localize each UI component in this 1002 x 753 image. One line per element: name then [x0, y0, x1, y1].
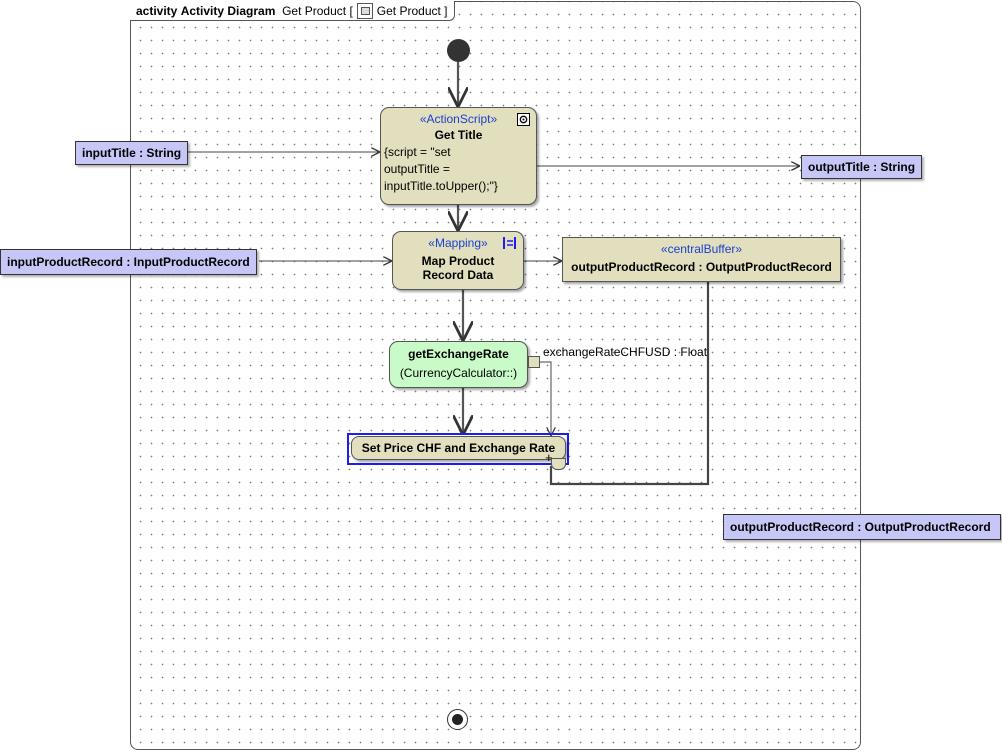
central-buffer-output-product-record[interactable]: «centralBuffer» outputProductRecord : Ou… [562, 237, 841, 282]
object-input-product-record[interactable]: inputProductRecord : InputProductRecord [0, 249, 257, 275]
get-title-script-line: {script = "set [384, 145, 451, 159]
frame-header: activity Activity Diagram Get Product [G… [130, 1, 455, 21]
get-title-script: {script = "set outputTitle = inputTitle.… [381, 144, 536, 195]
input-pin-set-price[interactable] [551, 458, 566, 470]
frame-kind: activity [136, 3, 178, 18]
action-set-price[interactable]: Set Price CHF and Exchange Rate [351, 436, 566, 460]
frame-bracket-close: ] [444, 3, 448, 18]
object-input-title[interactable]: inputTitle : String [75, 141, 189, 165]
frame-owner: Get Product [376, 3, 441, 18]
get-title-stereotype: «ActionScript» [419, 112, 498, 126]
initial-node[interactable] [447, 39, 470, 62]
output-pin-exchange-rate[interactable] [528, 356, 540, 368]
action-get-title[interactable]: «ActionScript» Get Title {script = "set … [380, 107, 537, 205]
object-output-title[interactable]: outputTitle : String [801, 155, 923, 179]
mapping-icon [503, 237, 517, 249]
exchange-rate-name: getExchangeRate [408, 347, 509, 361]
map-name-line: Map Product [421, 254, 495, 268]
activity-final-node[interactable] [447, 709, 468, 730]
get-title-name: Get Title [434, 128, 483, 142]
exchange-rate-pin-label: exchangeRateCHFUSD : Float [543, 345, 708, 359]
script-icon [517, 113, 530, 126]
flow-pin-to-setprice[interactable] [540, 361, 551, 436]
map-name-line: Record Data [422, 268, 494, 282]
get-title-script-line: outputTitle = [384, 162, 450, 176]
set-price-name: Set Price CHF and Exchange Rate [361, 441, 556, 455]
frame-diagram-name: Activity Diagram [180, 3, 276, 18]
flow-buffer-to-setprice[interactable] [549, 282, 710, 486]
frame-title: Get Product [282, 3, 347, 18]
activity-diagram-icon [356, 2, 373, 19]
resize-cursor-icon: + [545, 450, 553, 465]
exchange-rate-owner: (CurrencyCalculator::) [399, 366, 518, 380]
object-output-product-record[interactable]: outputProductRecord : OutputProductRecor… [723, 514, 1001, 540]
map-stereotype: «Mapping» [428, 236, 488, 250]
central-buffer-name: outputProductRecord : OutputProductRecor… [571, 260, 832, 274]
frame-bracket-open: [ [349, 3, 353, 18]
central-buffer-stereotype: «centralBuffer» [660, 242, 743, 256]
get-title-script-line: inputTitle.toUpper();"} [384, 179, 498, 193]
action-map-product-record[interactable]: «Mapping» Map Product Record Data [392, 231, 524, 290]
action-get-exchange-rate[interactable]: getExchangeRate (CurrencyCalculator::) [389, 341, 528, 388]
